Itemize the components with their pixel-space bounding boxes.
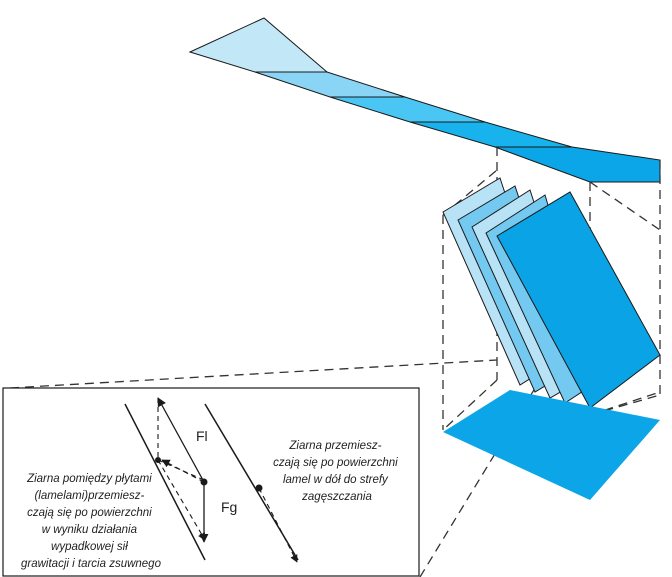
resultant-arrow (161, 459, 205, 483)
strip-panel-2 (254, 71, 406, 98)
between-plates-label: Ziarna pomiędzy płytami (lamelami)przemi… (21, 473, 162, 570)
force-vectors (155, 397, 298, 563)
strip-panel-5 (494, 146, 661, 183)
lamella-front (496, 191, 661, 409)
bottom-plate (443, 390, 660, 500)
inset-plates (124, 403, 299, 561)
surface-path (258, 487, 298, 563)
grain-between-plates (200, 478, 208, 486)
inset-plate-right (204, 403, 299, 561)
grain-corner (155, 457, 161, 463)
grain-on-surface (255, 484, 263, 492)
surface-move-label: Ziarna przemiesz- czają się po powierzch… (273, 440, 401, 503)
strip-panel-4 (409, 121, 573, 148)
detail-inset (2, 387, 420, 577)
lamellae-stack (442, 177, 661, 409)
fl-label: Fl (196, 428, 208, 444)
inset-plate-left (124, 403, 206, 561)
strip-panel-3 (329, 96, 486, 123)
top-strip (188, 17, 661, 183)
fg-label: Fg (221, 499, 237, 515)
resultant-down (157, 459, 206, 541)
fl-arrow (157, 397, 205, 483)
strip-panel-1 (188, 17, 329, 73)
